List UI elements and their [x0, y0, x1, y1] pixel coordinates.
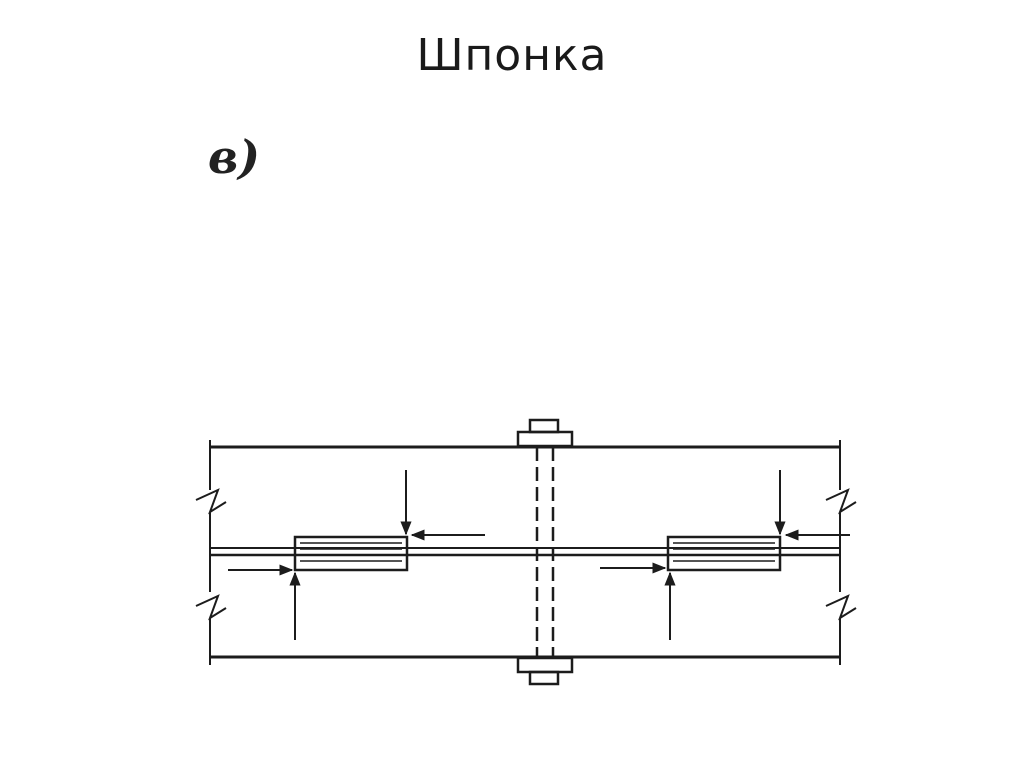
- bolt: [516, 418, 574, 686]
- left-break-line: [195, 440, 227, 665]
- right-break-line: [825, 440, 857, 665]
- slide-title: Шпонка: [416, 30, 608, 81]
- right-key: [666, 535, 782, 572]
- left-force-arrows: [228, 470, 485, 640]
- upper-beam: [210, 445, 840, 557]
- figure-label: в): [208, 130, 260, 184]
- left-key: [293, 535, 409, 572]
- right-force-arrows: [600, 470, 850, 640]
- lower-beam: [210, 547, 840, 659]
